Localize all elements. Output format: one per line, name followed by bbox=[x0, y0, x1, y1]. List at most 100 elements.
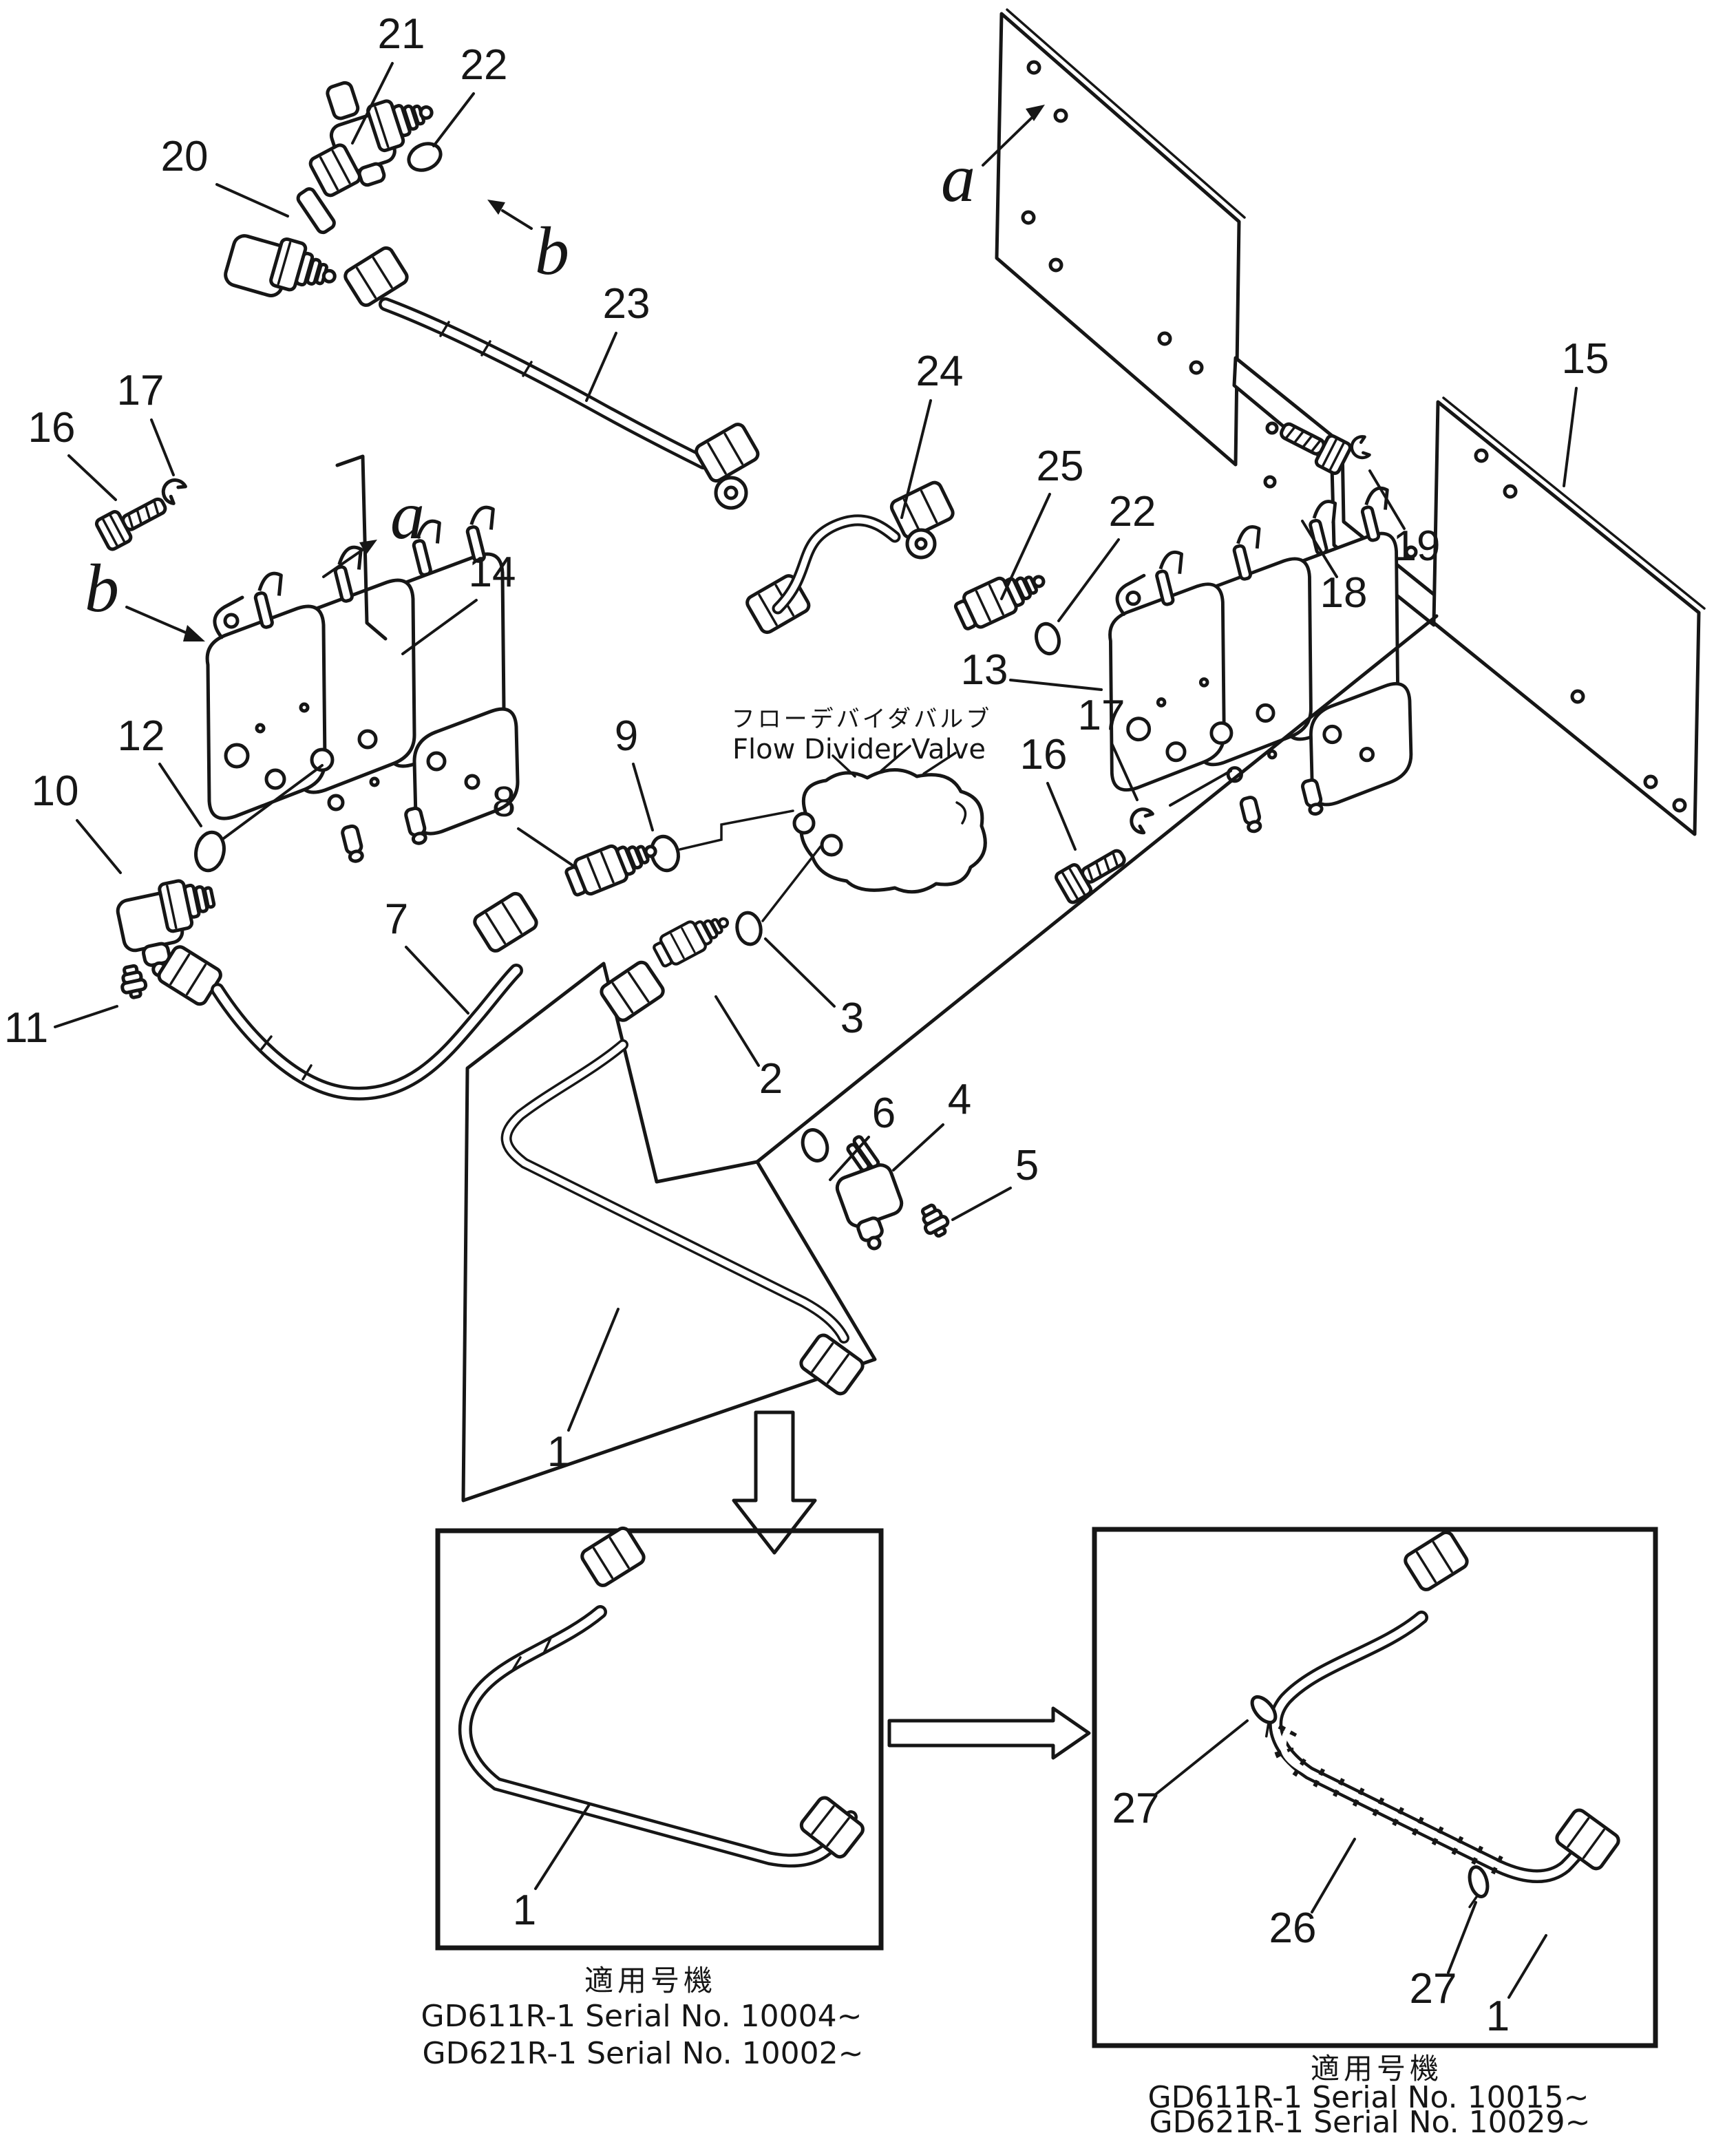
caption-box2-line2: GD621R-1 Serial No. 10029~ bbox=[1150, 2105, 1591, 2133]
bolt-16-left bbox=[95, 489, 171, 551]
callout-17-left-label: 17 bbox=[117, 367, 165, 414]
caption-box1: 適用号機 GD611R-1 Serial No. 10004~ GD621R-1… bbox=[421, 1964, 864, 2071]
callout-17-right-label: 17 bbox=[1078, 692, 1125, 739]
caption-box1-title: 適用号機 bbox=[584, 1964, 717, 1997]
banjo-fitting-20 bbox=[224, 143, 361, 297]
callout-26: 26 bbox=[1269, 1838, 1356, 1952]
hose-7 bbox=[156, 891, 539, 1101]
snap-clip-19 bbox=[1349, 436, 1370, 460]
elbow-fitting-4 bbox=[835, 1135, 904, 1251]
port-link-to-oring-3 bbox=[761, 845, 822, 922]
callout-4: 4 bbox=[892, 1076, 971, 1171]
snap-clip-17-right bbox=[1128, 805, 1153, 834]
flow-divider-valve bbox=[792, 745, 987, 894]
port-link-to-oring-9 bbox=[679, 809, 794, 851]
callout-6-label: 6 bbox=[872, 1090, 896, 1137]
callout-1-box1: 1 bbox=[513, 1803, 591, 1934]
hose-clamp-27-upper bbox=[1250, 1695, 1278, 1738]
caption-box2-line1: GD611R-1 Serial No. 10015~ bbox=[1148, 2080, 1589, 2115]
callout-5-label: 5 bbox=[1015, 1142, 1039, 1189]
hose-23 bbox=[343, 246, 761, 510]
callout-26-label: 26 bbox=[1269, 1904, 1317, 1952]
fitting-2 bbox=[651, 906, 734, 970]
callout-16-left: 16 bbox=[28, 404, 117, 501]
view-letter-a-top-label: a bbox=[941, 140, 975, 216]
callout-7-label: 7 bbox=[385, 895, 408, 943]
o-ring-12 bbox=[194, 830, 226, 873]
callout-18: 18 bbox=[1301, 520, 1367, 617]
callout-1-main-label: 1 bbox=[547, 1428, 571, 1476]
callout-3: 3 bbox=[764, 937, 864, 1042]
callout-13: 13 bbox=[961, 646, 1103, 694]
right-arrow bbox=[887, 1706, 1091, 1760]
bracket-edge-line bbox=[335, 454, 388, 641]
callout-2: 2 bbox=[714, 995, 783, 1103]
down-arrow bbox=[732, 1410, 817, 1555]
callout-6: 6 bbox=[829, 1090, 896, 1181]
callout-17-right: 17 bbox=[1078, 692, 1139, 801]
hose-clamp-27-lower bbox=[1468, 1865, 1490, 1909]
callout-22-right-label: 22 bbox=[1109, 488, 1156, 535]
callout-15: 15 bbox=[1562, 335, 1609, 487]
callout-27-upper-label: 27 bbox=[1112, 1785, 1160, 1832]
fitting-8 bbox=[563, 831, 661, 900]
callout-24-label: 24 bbox=[916, 348, 964, 395]
callout-5: 5 bbox=[951, 1142, 1039, 1221]
callout-2-label: 2 bbox=[759, 1055, 783, 1103]
callout-20-label: 20 bbox=[161, 133, 209, 180]
view-letter-b-top-label: b bbox=[535, 213, 569, 289]
callout-19: 19 bbox=[1368, 469, 1441, 570]
callout-3-label: 3 bbox=[840, 995, 864, 1042]
caption-box1-line2: GD621R-1 Serial No. 10002~ bbox=[423, 2036, 864, 2071]
callout-25: 25 bbox=[1000, 443, 1083, 600]
callout-7: 7 bbox=[385, 895, 469, 1015]
oring-12-link bbox=[222, 764, 324, 840]
callout-22-top-label: 22 bbox=[461, 41, 508, 89]
callout-15-label: 15 bbox=[1562, 335, 1609, 383]
callout-16-right: 16 bbox=[1020, 731, 1077, 851]
o-ring-22-top bbox=[407, 142, 443, 172]
callout-9-label: 9 bbox=[615, 712, 638, 760]
flow-divider-title-en: Flow Divider Valve bbox=[732, 734, 986, 765]
o-ring-6 bbox=[801, 1128, 829, 1163]
o-ring-22-right bbox=[1035, 622, 1061, 656]
callout-12-label: 12 bbox=[118, 712, 165, 760]
callout-8-label: 8 bbox=[492, 778, 516, 826]
callout-22-right: 22 bbox=[1057, 488, 1156, 622]
caption-box2-title: 適用号機 bbox=[1311, 2052, 1443, 2086]
view-letter-a-top: a bbox=[941, 105, 1045, 216]
elbow-fitting-10 bbox=[116, 879, 216, 977]
callout-21: 21 bbox=[351, 10, 425, 145]
detail-box-1 bbox=[435, 1526, 884, 1951]
view-letter-b-top: b bbox=[487, 200, 569, 289]
callout-22-top: 22 bbox=[432, 41, 508, 147]
control-valve-13 bbox=[1110, 487, 1411, 833]
callout-16-left-label: 16 bbox=[28, 404, 76, 452]
callout-10: 10 bbox=[32, 767, 122, 874]
elbow-fitting-21 bbox=[326, 81, 434, 187]
caption-box1-line1: GD611R-1 Serial No. 10004~ bbox=[421, 1999, 862, 2034]
mounting-plate-15 bbox=[1432, 396, 1706, 836]
callout-13-label: 13 bbox=[961, 646, 1008, 694]
callout-1-box1-label: 1 bbox=[513, 1887, 536, 1934]
callout-27-upper: 27 bbox=[1112, 1719, 1249, 1832]
callout-11: 11 bbox=[4, 1004, 118, 1052]
callout-1-box2-label: 1 bbox=[1486, 1993, 1510, 2040]
callout-19-label: 19 bbox=[1393, 522, 1441, 570]
breather-11 bbox=[118, 964, 148, 999]
callout-9: 9 bbox=[615, 712, 654, 831]
callout-16-right-label: 16 bbox=[1020, 731, 1068, 778]
view-letter-b-left: b bbox=[85, 550, 205, 641]
caption-box2: 適用号機 GD611R-1 Serial No. 10015~ GD621R-1… bbox=[1148, 2052, 1591, 2133]
callout-12: 12 bbox=[118, 712, 202, 827]
callout-24: 24 bbox=[900, 348, 964, 519]
callout-8: 8 bbox=[492, 778, 577, 869]
callout-27-lower: 27 bbox=[1410, 1901, 1477, 2013]
view-letter-a-left: a bbox=[322, 477, 425, 578]
callout-14-label: 14 bbox=[469, 549, 516, 596]
o-ring-3 bbox=[735, 911, 763, 946]
callout-1-box2: 1 bbox=[1486, 1934, 1547, 2040]
breather-5 bbox=[917, 1202, 952, 1240]
mounting-plate-a bbox=[995, 8, 1246, 467]
